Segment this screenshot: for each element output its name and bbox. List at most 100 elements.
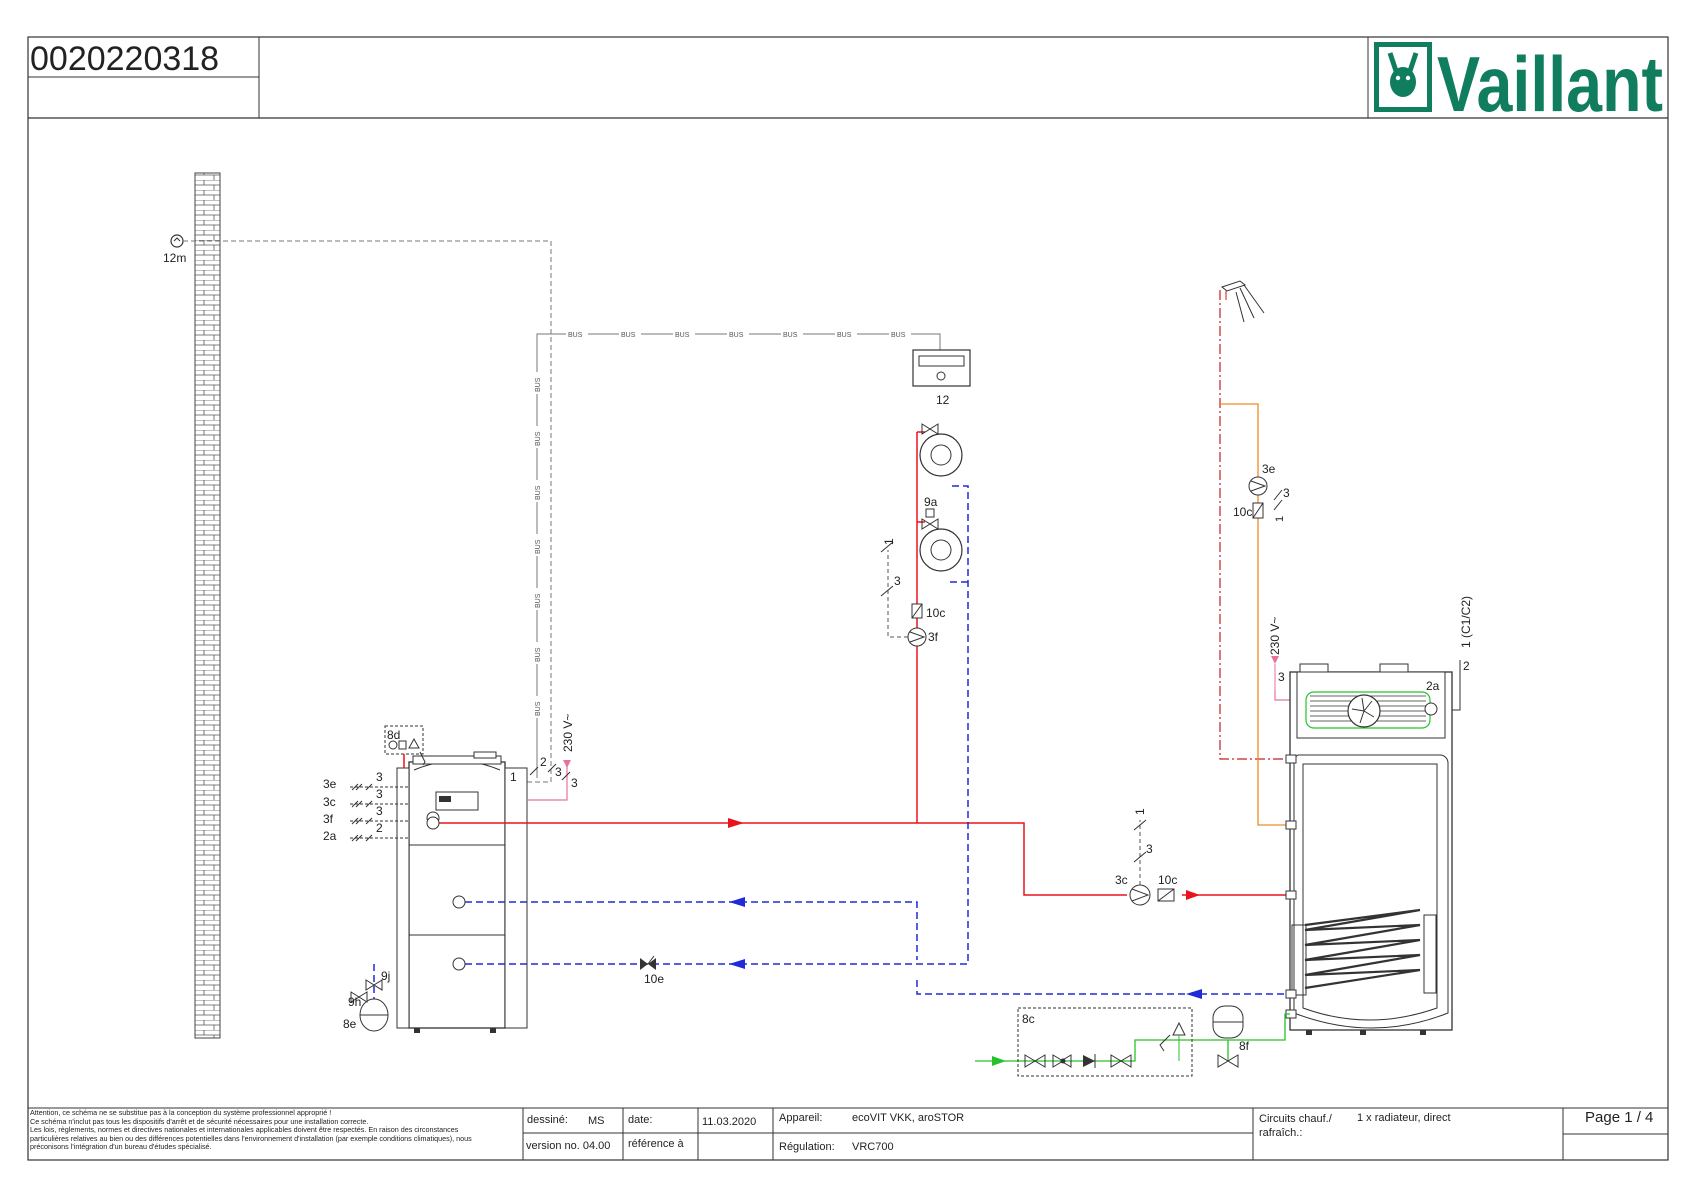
pump-3c-label: 3c bbox=[1115, 873, 1128, 887]
valve-9a-label: 9a bbox=[924, 495, 938, 509]
boiler-3e-label: 3e bbox=[323, 777, 337, 791]
bus-label: BUS bbox=[535, 701, 542, 716]
boiler-2a-label: 2a bbox=[323, 829, 337, 843]
bus-label: BUS bbox=[535, 431, 542, 446]
pump-3e-label: 3e bbox=[1262, 462, 1276, 476]
device-value: ecoVIT VKK, aroSTOR bbox=[852, 1112, 965, 1124]
bus-label: BUS bbox=[675, 332, 690, 339]
wire-count: 1 bbox=[882, 538, 896, 545]
storage-c1c2-label: 1 (C1/C2) bbox=[1459, 596, 1473, 648]
wire-count: 3 bbox=[376, 804, 383, 818]
boiler-power-label: 230 V~ bbox=[561, 714, 575, 752]
heating-return-pipe bbox=[373, 485, 1290, 1000]
wire-count: 1 bbox=[510, 770, 517, 784]
drawn-label: dessiné: bbox=[527, 1114, 568, 1126]
shower-icon bbox=[1220, 280, 1265, 323]
wire-count: 2 bbox=[1463, 659, 1470, 673]
storage-2a-label: 2a bbox=[1426, 679, 1440, 693]
expansion-vessel-8f bbox=[1212, 1005, 1244, 1068]
bus-label: BUS bbox=[621, 332, 636, 339]
date-value: 11.03.2020 bbox=[702, 1116, 757, 1128]
return-arrow bbox=[729, 959, 745, 969]
check-10c-label: 10c bbox=[1233, 505, 1252, 519]
valve-9j-label: 9j bbox=[381, 969, 390, 983]
cold-water-pipe bbox=[975, 1013, 1290, 1062]
valve-9h-label: 9h bbox=[348, 995, 361, 1009]
wire-count: 3 bbox=[1283, 486, 1290, 500]
valve-10e bbox=[640, 955, 656, 970]
check-10c-label: 10c bbox=[926, 606, 945, 620]
page-number: Page 1 / 4 bbox=[1585, 1109, 1654, 1126]
bus-label: BUS bbox=[568, 332, 583, 339]
wire-count: 2 bbox=[540, 755, 547, 769]
version-label: version no. 04.00 bbox=[526, 1140, 611, 1152]
pump-3f-label: 3f bbox=[928, 630, 939, 644]
drawn-value: MS bbox=[588, 1115, 605, 1127]
bus-label: BUS bbox=[837, 332, 852, 339]
wire-count: 1 bbox=[1133, 808, 1147, 815]
bus-label: BUS bbox=[535, 377, 542, 392]
bus-label: BUS bbox=[891, 332, 906, 339]
wire-count: 3 bbox=[894, 574, 901, 588]
circulation-pipe bbox=[1219, 290, 1290, 760]
wire-count: 1 bbox=[1274, 516, 1286, 522]
bus-label: BUS bbox=[729, 332, 744, 339]
safety-group-8d bbox=[384, 725, 426, 768]
circuits-label: Circuits chauf./ rafraîch.: bbox=[1259, 1113, 1332, 1139]
wire-count: 3 bbox=[376, 787, 383, 801]
bus-label: BUS bbox=[535, 647, 542, 662]
room-controller bbox=[912, 349, 971, 387]
radiator bbox=[919, 508, 963, 572]
logo-wordmark: Vaillant bbox=[1437, 40, 1663, 128]
pump-3e bbox=[1248, 476, 1268, 519]
title-block bbox=[28, 1107, 1668, 1160]
doc-number: 0020220318 bbox=[30, 40, 219, 78]
storage-power-label: 230 V~ bbox=[1268, 617, 1282, 655]
regulation-label: Régulation: bbox=[779, 1141, 835, 1153]
radiator bbox=[919, 423, 963, 477]
wire-count: 3 bbox=[1278, 670, 1285, 684]
outdoor-sensor-label: 12m bbox=[163, 251, 186, 265]
safety-group-8d-label: 8d bbox=[387, 728, 400, 742]
wire-count: 3 bbox=[571, 776, 578, 790]
flow-arrow bbox=[728, 818, 744, 828]
expansion-8e-label: 8e bbox=[343, 1017, 357, 1031]
hot-water-pipe bbox=[1220, 403, 1290, 826]
regulation-value: VRC700 bbox=[852, 1141, 894, 1153]
controller-label: 12 bbox=[936, 393, 950, 407]
wire-count: 3 bbox=[555, 765, 562, 779]
return-arrow bbox=[1186, 989, 1202, 999]
sheet-frame bbox=[27, 36, 1669, 1161]
safety-group-8c-label: 8c bbox=[1022, 1012, 1035, 1026]
vaillant-logo: Vaillant bbox=[1374, 40, 1663, 128]
pump-3c bbox=[1129, 884, 1175, 906]
flow-arrow bbox=[1186, 890, 1200, 900]
circuits-value: 1 x radiateur, direct bbox=[1357, 1112, 1451, 1124]
sensor-cable bbox=[183, 240, 552, 783]
arostor-heat-pump-storage bbox=[1285, 663, 1453, 1035]
wire-count: 3 bbox=[376, 770, 383, 784]
expansion-vessel-8e bbox=[350, 979, 389, 1032]
reference-label: référence à bbox=[628, 1138, 684, 1150]
outdoor-sensor-icon bbox=[170, 234, 184, 248]
return-arrow bbox=[729, 897, 745, 907]
outer-wall bbox=[194, 172, 221, 1039]
device-label: Appareil: bbox=[779, 1112, 823, 1124]
bus-label: BUS bbox=[535, 485, 542, 500]
valve-10e-label: 10e bbox=[644, 972, 664, 986]
bus-label: BUS bbox=[535, 593, 542, 608]
check-10c-label: 10c bbox=[1158, 873, 1177, 887]
expansion-8f-label: 8f bbox=[1239, 1039, 1250, 1053]
boiler-3f-label: 3f bbox=[323, 812, 334, 826]
bus-cable: BUS BUS BUS BUS BUS BUS BUS BUS BUS BUS … bbox=[532, 329, 941, 778]
date-label: date: bbox=[628, 1114, 653, 1126]
heating-flow-pipe bbox=[433, 431, 1290, 896]
bus-label: BUS bbox=[535, 539, 542, 554]
boiler-ecovit bbox=[396, 751, 528, 1033]
boiler-3c-label: 3c bbox=[323, 795, 336, 809]
safety-group-8c bbox=[1017, 1007, 1193, 1077]
wire-count: 2 bbox=[376, 821, 383, 835]
bus-label: BUS bbox=[783, 332, 798, 339]
wire-count: 3 bbox=[1146, 842, 1153, 856]
